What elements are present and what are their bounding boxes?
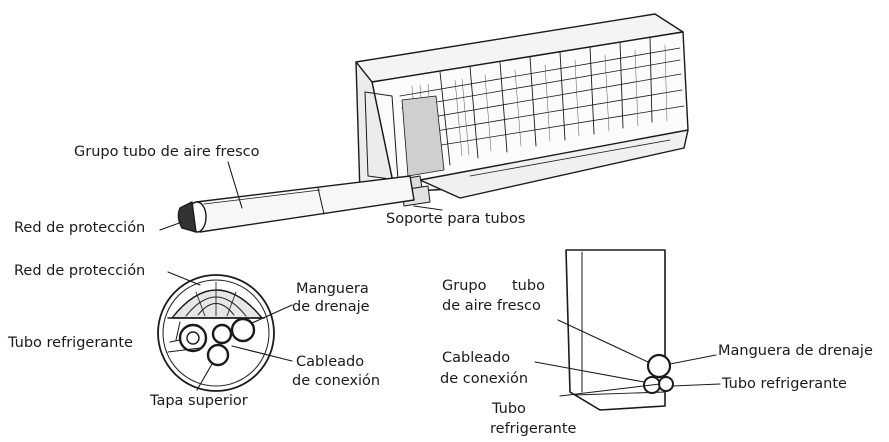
label-top-cover: Tapa superior [150,393,248,409]
label-fresh-air-group: Grupo tubo de aire fresco [74,144,260,160]
label-side-fresh-air-line1a: Grupo [442,278,487,294]
leader-lines [159,161,721,397]
label-side-refrigerant-right: Tubo refrigerante [722,376,847,392]
label-drain-hose-line2: de drenaje [292,299,370,315]
label-side-refrigerant-line2: refrigerante [490,421,577,437]
label-pipe-support: Soporte para tubos [386,211,526,227]
label-side-connection-wiring-line1: Cableado [442,350,511,366]
label-connection-wiring-line1: Cableado [296,354,365,370]
label-protection-net-section: Red de protección [14,263,146,279]
side-view-illustration [565,249,674,411]
label-side-fresh-air-line1b: tubo [512,278,545,294]
label-connection-wiring-line2: de conexión [292,373,381,389]
label-protection-net-top: Red de protección [14,220,146,236]
label-drain-hose-line1: Manguera [296,281,369,297]
fresh-air-tube-illustration [177,175,415,233]
label-side-fresh-air-line2: de aire fresco [442,298,541,314]
label-side-refrigerant-line1: Tubo [492,401,526,417]
indoor-unit-illustration [355,13,689,207]
label-side-connection-wiring-line2: de conexión [440,371,529,387]
label-refrigerant-pipe-section: Tubo refrigerante [8,335,133,351]
tube-cross-section-illustration [157,274,275,392]
label-side-drain-hose: Manguera de drenaje [718,343,873,359]
